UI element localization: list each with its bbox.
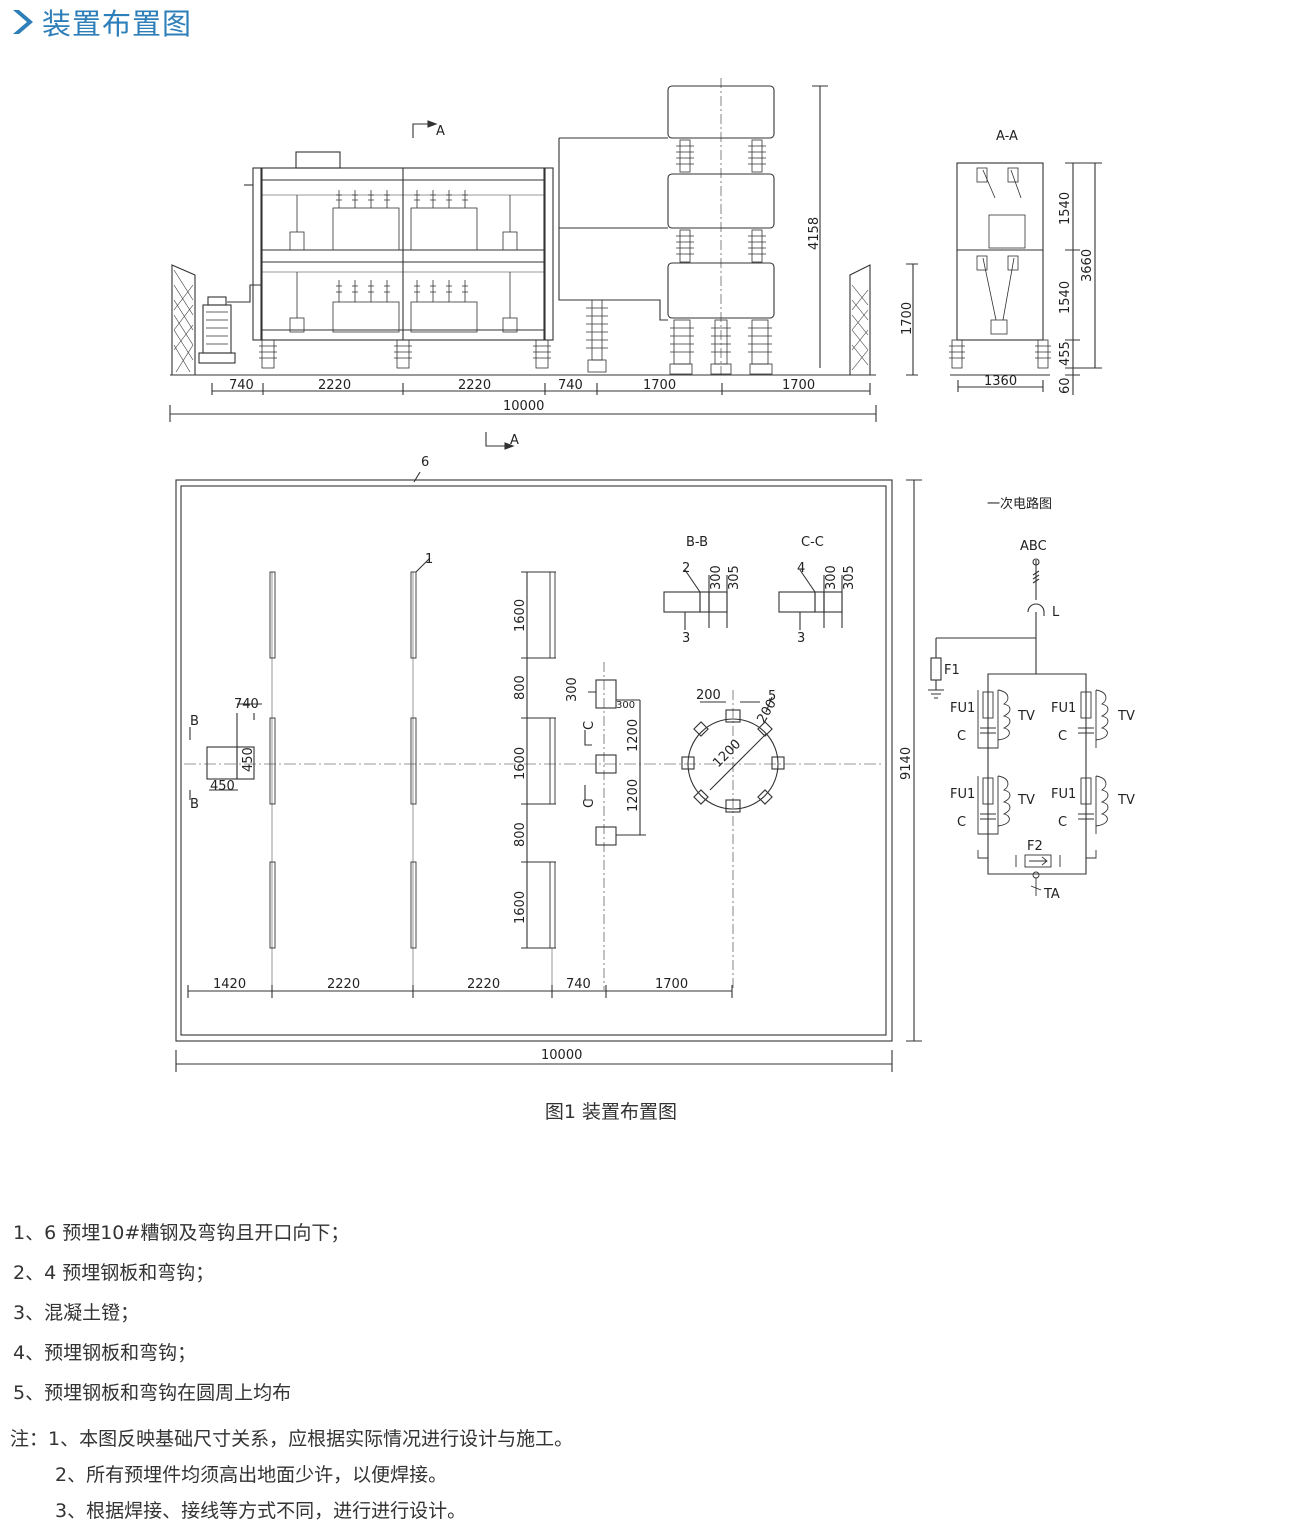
bb-callout-3: 3 xyxy=(682,631,690,646)
plan-dim-3: 2220 xyxy=(467,977,500,992)
circuit-fu1-1: FU1 xyxy=(950,701,975,716)
plan-total-height: 9140 xyxy=(899,747,914,780)
circuit-title: 一次电路图 xyxy=(987,496,1052,512)
circle-dim-200-h: 200 xyxy=(696,688,721,703)
cc-dim-305: 305 xyxy=(842,565,857,590)
circuit-abc: ABC xyxy=(1020,539,1047,554)
circuit-tv-4: TV xyxy=(1117,793,1135,808)
plan-dim-4: 740 xyxy=(566,977,591,992)
circuit-ta: TA xyxy=(1043,887,1060,902)
circuit-tv-2: TV xyxy=(1117,709,1135,724)
elev-dim-1: 740 xyxy=(229,378,254,393)
aa-dim-3: 455 xyxy=(1058,341,1073,366)
plan-dim-450-h: 450 xyxy=(210,779,235,794)
circuit-fu1-3: FU1 xyxy=(950,787,975,802)
cc-callout-4: 4 xyxy=(797,561,805,576)
plan-dim-5: 1700 xyxy=(655,977,688,992)
aa-total-height: 3660 xyxy=(1080,249,1095,282)
cc-callout-3: 3 xyxy=(797,631,805,646)
circuit-c-1: C xyxy=(957,729,966,744)
elevation-view: A A 740 2220 2220 740 1700 1700 10000 41… xyxy=(169,78,918,450)
primary-circuit: 一次电路图 ABC L F1 FU1 TV C FU1 TV C FU1 TV … xyxy=(928,496,1135,902)
elev-dim-5: 1700 xyxy=(643,378,676,393)
bb-dim-305: 305 xyxy=(727,565,742,590)
elev-dim-6: 1700 xyxy=(782,378,815,393)
elev-dim-2: 2220 xyxy=(318,378,351,393)
section-header: 装置布置图 xyxy=(10,2,192,42)
bb-callout-2: 2 xyxy=(682,561,690,576)
elev-total-width: 10000 xyxy=(503,399,544,414)
figure-caption: 图1 装置布置图 xyxy=(544,1101,678,1123)
plan-dim-1: 1420 xyxy=(213,977,246,992)
section-c-bottom: C xyxy=(582,799,597,808)
section-mark-bottom: A xyxy=(510,433,519,448)
circuit-c-3: C xyxy=(957,815,966,830)
column-dim-300: 300 xyxy=(565,677,580,702)
note-item: 4、预埋钢板和弯钩； xyxy=(13,1342,197,1364)
remark-item: 3、根据焊接、接线等方式不同，进行进行设计。 xyxy=(55,1500,467,1522)
column-dim-1200-b: 1200 xyxy=(626,779,641,812)
circuit-c-2: C xyxy=(1058,729,1067,744)
section-c-top: C xyxy=(582,721,597,730)
aa-width: 1360 xyxy=(984,374,1017,389)
section-b-bottom: B xyxy=(190,797,199,812)
aa-dim-4: 60 xyxy=(1058,377,1073,394)
slot-dim-5: 1600 xyxy=(513,891,528,924)
circuit-c-4: C xyxy=(1058,815,1067,830)
column-dim-300-small: 300 xyxy=(616,700,635,711)
circuit-tv-1: TV xyxy=(1017,709,1035,724)
elev-dim-4: 740 xyxy=(558,378,583,393)
section-title: 装置布置图 xyxy=(42,7,193,41)
plan-dim-2: 2220 xyxy=(327,977,360,992)
circuit-l: L xyxy=(1052,605,1060,620)
chevron-right-icon xyxy=(13,10,33,34)
circuit-tv-3: TV xyxy=(1017,793,1035,808)
section-b-top: B xyxy=(190,714,199,729)
bb-title: B-B xyxy=(686,535,708,550)
remark-item: 注：1、本图反映基础尺寸关系，应根据实际情况进行设计与施工。 xyxy=(10,1428,574,1450)
column-dim-1200-a: 1200 xyxy=(626,719,641,752)
elev-height-fence: 1700 xyxy=(900,302,915,335)
callout-1: 1 xyxy=(425,552,433,567)
circle-diameter: 1200 xyxy=(710,737,744,771)
section-mark-top: A xyxy=(436,124,445,139)
aa-dim-1: 1540 xyxy=(1058,192,1073,225)
note-item: 3、混凝土镫； xyxy=(13,1302,140,1324)
circuit-fu1-4: FU1 xyxy=(1051,787,1076,802)
slot-dim-2: 800 xyxy=(513,675,528,700)
slot-dim-3: 1600 xyxy=(513,747,528,780)
slot-dim-4: 800 xyxy=(513,822,528,847)
note-item: 5、预埋钢板和弯钩在圆周上均布 xyxy=(13,1382,292,1404)
plan-dim-450-v: 450 xyxy=(241,747,256,772)
circuit-f2: F2 xyxy=(1027,839,1043,854)
note-item: 1、6 预埋10#糟钢及弯钩且开口向下； xyxy=(13,1222,350,1244)
bb-dim-300: 300 xyxy=(709,565,724,590)
note-item: 2、4 预埋钢板和弯钩； xyxy=(13,1262,215,1284)
plan-total-width: 10000 xyxy=(541,1048,582,1063)
layout-drawing: A A 740 2220 2220 740 1700 1700 10000 41… xyxy=(169,78,1135,1072)
remark-item: 2、所有预埋件均须高出地面少许，以便焊接。 xyxy=(55,1464,448,1486)
aa-dim-2: 1540 xyxy=(1058,281,1073,314)
circuit-fu1-2: FU1 xyxy=(1051,701,1076,716)
section-aa-title: A-A xyxy=(996,129,1018,144)
elev-height-tower: 4158 xyxy=(807,217,822,250)
elev-dim-3: 2220 xyxy=(458,378,491,393)
callout-5: 5 xyxy=(768,689,776,704)
circuit-f1: F1 xyxy=(944,663,960,678)
plan-view: 6 1 5 B-B C-C 2 3 4 3 300 305 300 305 B … xyxy=(175,455,922,1072)
cc-dim-300: 300 xyxy=(824,565,839,590)
plan-dim-740-left: 740 xyxy=(234,697,259,712)
callout-6: 6 xyxy=(421,455,429,470)
section-aa-view: A-A 1540 1540 455 60 3660 1360 xyxy=(949,129,1102,395)
slot-dim-1: 1600 xyxy=(513,599,528,632)
cc-title: C-C xyxy=(801,535,824,550)
